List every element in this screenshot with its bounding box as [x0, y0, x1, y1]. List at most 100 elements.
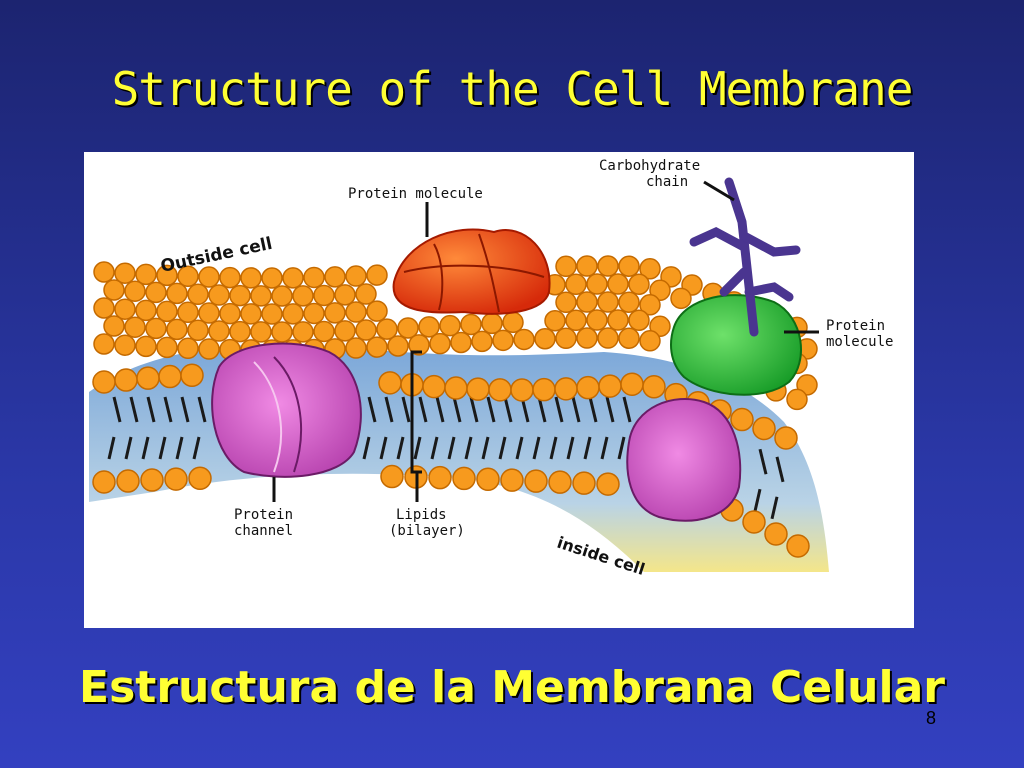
lipid-head [366, 264, 388, 286]
lipid-head [208, 284, 230, 306]
lipid-head [572, 471, 596, 495]
lipid-head [292, 321, 314, 343]
lipid-head [135, 263, 157, 286]
lipid-tail [758, 448, 768, 475]
lipid-head [742, 510, 766, 534]
lipid-head [586, 273, 608, 295]
lipid-head [500, 468, 524, 492]
lipid-head [366, 300, 388, 322]
lipid-tail [600, 436, 609, 460]
lipid-head [271, 321, 293, 343]
lipid-head [628, 309, 650, 331]
lipid-head [532, 377, 556, 402]
lipid-head [439, 314, 461, 337]
membrane-diagram: Outside cell inside cell Protein molecul… [84, 152, 914, 628]
lipid-head [250, 285, 272, 307]
lipid-head [92, 470, 116, 494]
lipid-head [135, 335, 157, 358]
lipid-tail [396, 436, 405, 460]
lipid-head [576, 375, 600, 400]
lipid-head [93, 297, 115, 319]
lipid-head [618, 255, 640, 277]
lipid-tail [180, 396, 190, 423]
lipid-tail [464, 436, 473, 460]
lipid-head [156, 336, 178, 359]
lipid-head [145, 281, 167, 304]
lipid-head [93, 333, 115, 355]
lipid-head [240, 267, 262, 289]
lipid-head [271, 285, 293, 307]
lipid-tail [588, 396, 598, 423]
lipid-head [628, 273, 650, 295]
lipid-head [187, 319, 209, 342]
lipid-head [114, 262, 136, 284]
lipid-head [524, 469, 548, 493]
lipid-head [164, 467, 188, 491]
lipid-head [730, 407, 754, 432]
lipid-tail [124, 436, 133, 460]
lipid-head [466, 377, 490, 401]
lipid-tail [481, 436, 490, 460]
lipid-tail [141, 436, 150, 460]
lipid-head [261, 303, 283, 325]
lipid-head [471, 330, 493, 353]
lipid-head [303, 302, 325, 325]
lipid-head [103, 279, 125, 301]
lipid-head [642, 375, 666, 399]
lipid-head [488, 378, 512, 402]
lipid-head [565, 309, 587, 332]
lipid-head [513, 328, 535, 351]
lipid-head [187, 283, 209, 306]
lipid-head [198, 302, 220, 324]
lipid-head [502, 311, 524, 334]
lipid-head [229, 320, 251, 343]
lipid-head [114, 368, 138, 392]
lipid-head [452, 466, 476, 491]
lipid-head [292, 285, 314, 307]
lipid-head [639, 294, 661, 316]
lipid-head [597, 255, 619, 277]
protein-channel-right [626, 397, 742, 522]
lipid-head [544, 310, 566, 332]
slide-subtitle: Estructura de la Membrana Celular [79, 662, 945, 713]
lipid-head [93, 261, 115, 283]
lipid-head [240, 303, 262, 325]
lipids-label-line2: (bilayer) [389, 523, 465, 539]
lipid-tail [430, 436, 439, 460]
lipid-head [355, 283, 377, 305]
lipid-head [586, 309, 608, 331]
lipid-tail [753, 488, 762, 512]
lipid-tail [362, 436, 371, 460]
lipid-tail [469, 396, 479, 423]
lipid-head [422, 374, 446, 399]
lipid-head [418, 316, 440, 338]
lipid-tail [367, 396, 377, 423]
lipid-head [166, 318, 188, 341]
lipid-tail [583, 436, 592, 460]
lipid-tail [770, 496, 779, 520]
lipid-head [428, 465, 452, 490]
lipid-head [555, 327, 577, 350]
lipid-head [576, 327, 598, 349]
lipid-tail [605, 396, 615, 423]
carbohydrate-chain [689, 177, 801, 337]
lipid-head [597, 291, 619, 313]
lipid-head [261, 267, 283, 289]
lipid-tail [486, 396, 496, 423]
lipid-head [156, 300, 178, 323]
protein-channel-label-line2: channel [234, 523, 293, 539]
lipid-head [282, 303, 304, 325]
lipid-head [618, 327, 640, 349]
lipid-head [460, 313, 482, 336]
lipid-tail [197, 396, 207, 423]
lipid-head [639, 258, 661, 280]
lipid-head [670, 287, 692, 310]
lipid-head [136, 366, 160, 390]
lipid-head [282, 267, 304, 289]
lipid-head [166, 282, 188, 305]
lipid-head [177, 337, 199, 360]
label-pointers [272, 180, 819, 502]
lipid-head [114, 334, 136, 356]
lipid-head [444, 376, 468, 400]
lipid-tail [129, 396, 139, 423]
